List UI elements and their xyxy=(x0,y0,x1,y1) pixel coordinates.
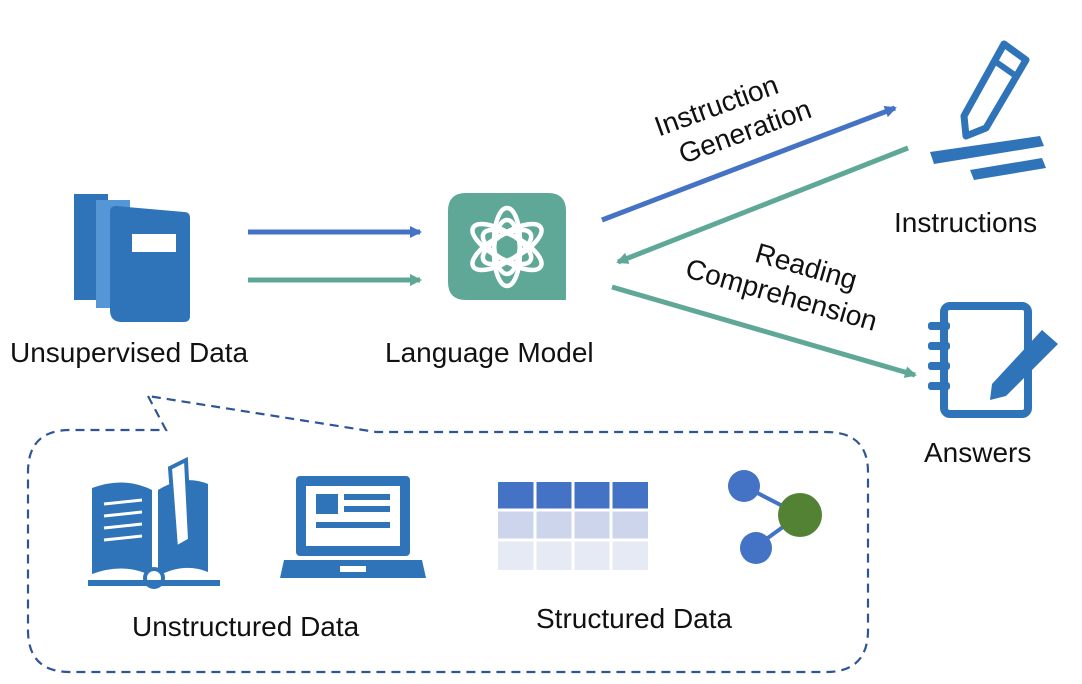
open-book-icon xyxy=(88,456,220,589)
language-model-label: Language Model xyxy=(385,337,594,368)
reading-comprehension-arrow xyxy=(611,284,917,378)
notebook-pen-icon xyxy=(928,302,1058,418)
unsupervised-data-label: Unsupervised Data xyxy=(10,337,249,368)
instruction-generation-label: Instruction Generation xyxy=(650,69,815,170)
books-icon xyxy=(74,194,190,322)
graph-nodes-icon xyxy=(728,470,822,564)
instruction-generation-arrow xyxy=(601,105,897,223)
reading-comprehension-label: Reading Comprehension xyxy=(682,237,881,337)
answers-label: Answers xyxy=(924,437,1031,468)
instructions-to-model-arrow xyxy=(616,145,909,265)
structured-data-label: Structured Data xyxy=(536,603,733,634)
openai-logo-icon xyxy=(448,193,566,300)
laptop-document-icon xyxy=(280,476,426,578)
table-icon xyxy=(498,482,648,570)
pencil-writing-icon xyxy=(930,40,1046,180)
instructions-label: Instructions xyxy=(894,207,1037,238)
unstructured-data-label: Unstructured Data xyxy=(132,611,360,642)
